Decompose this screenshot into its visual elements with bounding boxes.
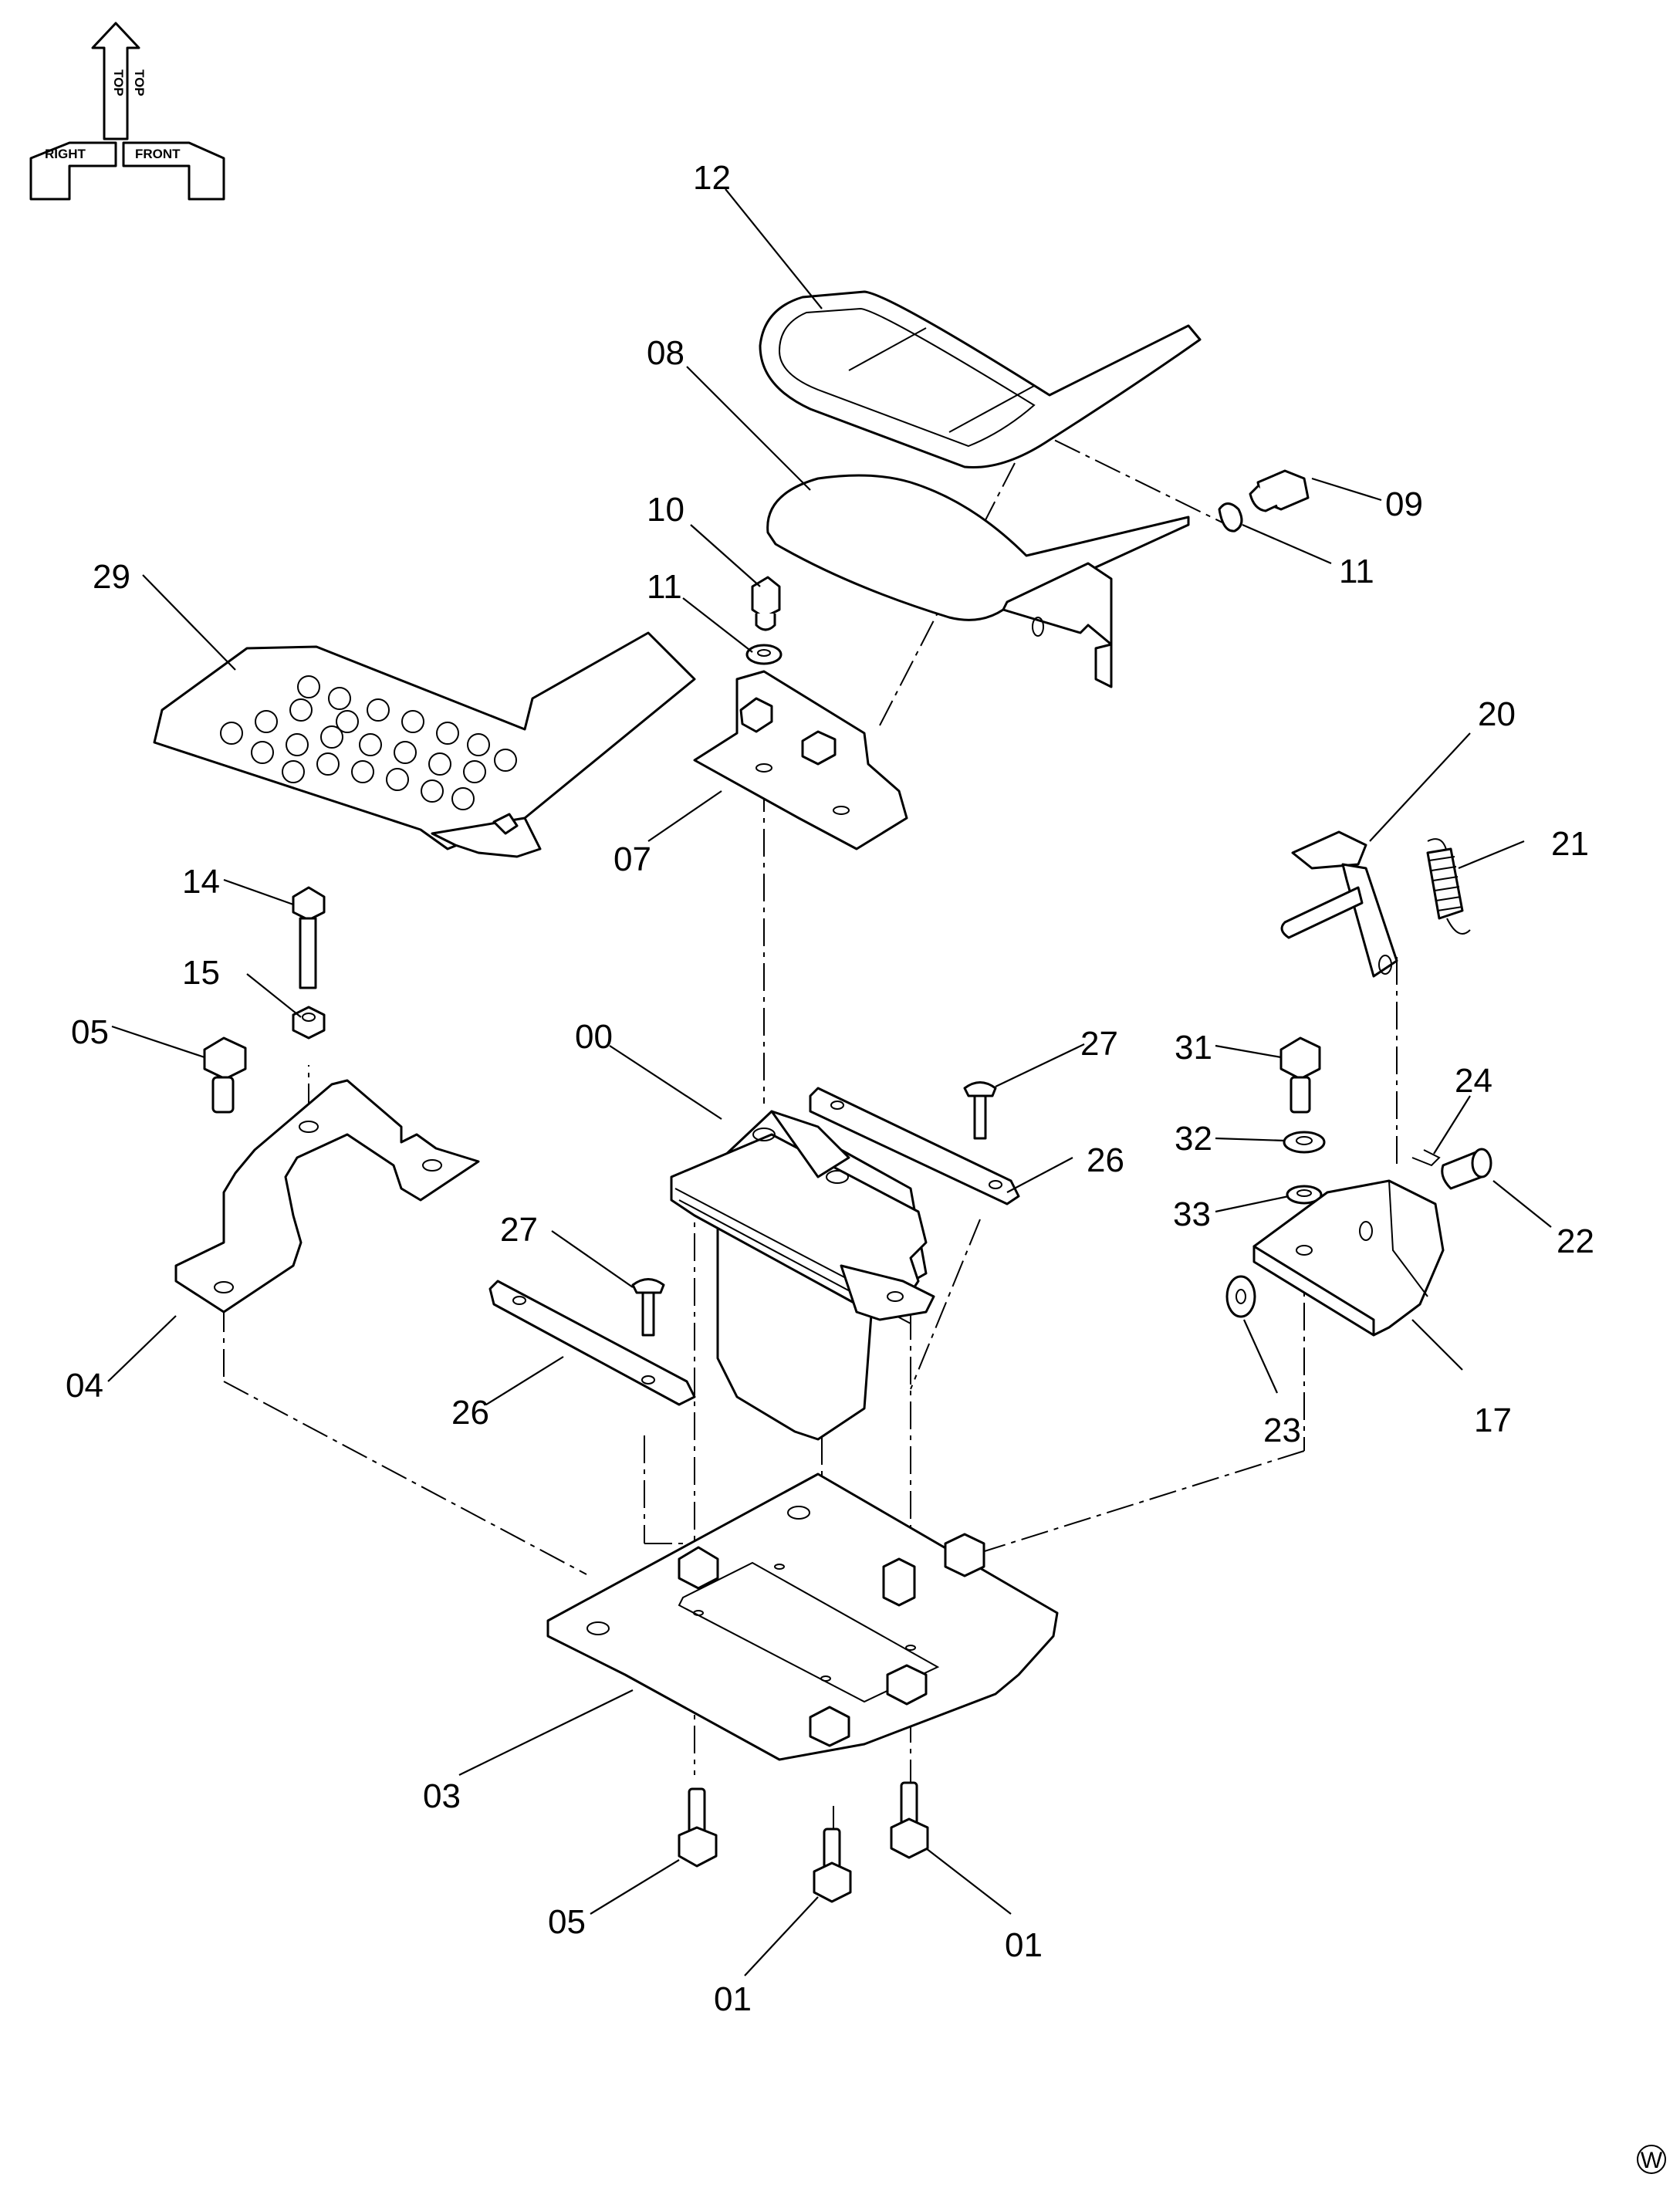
part-27-bolt-left	[631, 1278, 665, 1337]
part-01-bolt-right	[890, 1781, 929, 1859]
leader-lines	[107, 188, 1552, 1976]
part-23-washer	[1225, 1275, 1256, 1318]
part-21-spring	[1426, 838, 1471, 935]
label-part-17: 17	[1474, 1401, 1512, 1439]
label-part-27-left: 27	[500, 1211, 538, 1249]
label-part-26-right: 26	[1087, 1141, 1124, 1179]
part-27-bolt-right	[963, 1081, 997, 1140]
part-08-seat-plate	[766, 474, 1190, 688]
orientation-top-label: TOP	[111, 69, 126, 96]
part-11-washer-top	[745, 644, 783, 665]
label-part-07: 07	[614, 840, 651, 878]
label-part-01-center: 01	[714, 1980, 752, 2018]
part-20-lever	[1280, 830, 1398, 978]
part-03-base-plate	[546, 1473, 1059, 1761]
orientation-indicator: TOP TOP RIGHT FRONT	[29, 22, 225, 201]
part-04-bracket	[174, 1079, 480, 1314]
label-part-00: 00	[575, 1018, 613, 1056]
part-01-bolt-center	[813, 1828, 852, 1903]
part-07-seat-bracket	[693, 670, 908, 850]
label-part-09: 09	[1385, 485, 1423, 523]
label-part-26-left: 26	[451, 1394, 489, 1432]
label-part-05-top: 05	[71, 1013, 109, 1051]
label-part-12: 12	[693, 159, 731, 197]
orientation-front-label: FRONT	[135, 147, 181, 161]
part-05-bolt-top	[203, 1036, 247, 1114]
label-part-31: 31	[1175, 1029, 1212, 1067]
label-part-01-right: 01	[1005, 1926, 1043, 1964]
part-labels: 12 08 09 11 10 11 29 07 14 15 05 00 27 3…	[66, 159, 1594, 2018]
part-15-nut	[292, 1006, 326, 1040]
part-24-clip	[1411, 1149, 1441, 1167]
part-14-bolt	[292, 886, 326, 989]
label-part-20: 20	[1478, 695, 1516, 733]
label-part-21: 21	[1551, 825, 1589, 863]
part-26-plate-right	[809, 1087, 1020, 1205]
part-10-bolt	[751, 576, 781, 631]
label-part-24: 24	[1455, 1062, 1492, 1100]
label-part-27-right: 27	[1080, 1025, 1118, 1063]
part-00-valve-assembly	[670, 1110, 935, 1441]
label-part-11-right: 11	[1339, 553, 1374, 590]
part-11-washer-right	[1218, 502, 1243, 533]
label-part-03: 03	[423, 1777, 461, 1815]
label-part-10: 10	[647, 491, 685, 529]
label-part-05-bottom: 05	[548, 1903, 586, 1941]
part-12-seat-cover	[759, 290, 1202, 469]
label-part-04: 04	[66, 1367, 103, 1405]
part-32-washer	[1283, 1131, 1326, 1154]
label-part-29: 29	[93, 558, 130, 596]
label-part-32: 32	[1175, 1120, 1212, 1158]
label-part-14: 14	[182, 863, 220, 901]
orientation-top-label-2: TOP	[132, 69, 147, 96]
orientation-right-label: RIGHT	[45, 147, 86, 161]
part-09-bolt	[1249, 469, 1310, 512]
part-26-plate-left	[488, 1280, 696, 1406]
label-part-22: 22	[1557, 1222, 1594, 1260]
label-part-15: 15	[182, 954, 220, 992]
label-part-08: 08	[647, 334, 685, 372]
part-17-bracket	[1252, 1179, 1445, 1337]
label-part-11-top: 11	[647, 568, 682, 606]
part-05-bolt-bottom	[678, 1787, 718, 1868]
part-33-washer	[1286, 1185, 1323, 1205]
label-part-33: 33	[1173, 1195, 1211, 1233]
alignment-lines	[223, 420, 1398, 1844]
label-part-23: 23	[1263, 1412, 1301, 1449]
corner-mark-letter: W	[1641, 2148, 1663, 2173]
part-29-step	[153, 631, 696, 858]
corner-mark: W	[1637, 2145, 1666, 2174]
part-31-bolt	[1279, 1036, 1321, 1114]
part-22-pin	[1441, 1148, 1492, 1190]
